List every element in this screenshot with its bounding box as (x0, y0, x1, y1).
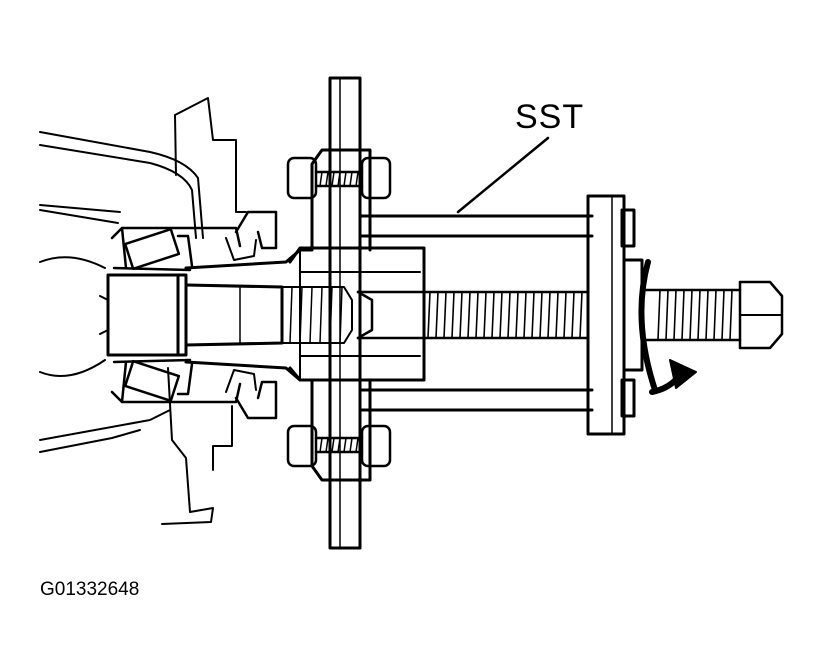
hub-bolt-upper (286, 156, 392, 200)
lower-bearing (110, 358, 278, 420)
center-screw (356, 280, 784, 350)
hub-bolt-lower (286, 424, 392, 468)
axle-hub (184, 76, 372, 550)
sst-leader-line (456, 136, 550, 214)
drive-shaft (39, 256, 284, 377)
shaft-thread (281, 286, 353, 344)
upper-bearing (110, 210, 278, 272)
figure-code: G01332648 (40, 579, 139, 600)
steering-knuckle (39, 97, 247, 525)
sst-puller (288, 194, 644, 436)
sst-label: SST (515, 98, 584, 136)
rotation-arrow (638, 259, 697, 395)
